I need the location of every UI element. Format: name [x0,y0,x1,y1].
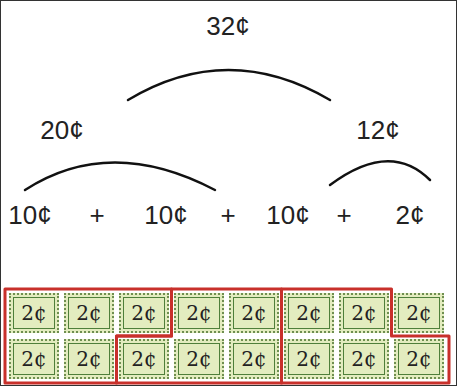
coin-stamp: 2¢ [394,293,444,333]
coin-stamp: 2¢ [174,293,224,333]
stamp-value: 2¢ [296,303,321,323]
bond-arc [330,161,430,185]
coin-stamp: 2¢ [284,339,334,379]
stamp-value: 2¢ [131,349,156,369]
stamp-value: 2¢ [296,349,321,369]
stamp-value: 2¢ [351,303,376,323]
coin-stamp: 2¢ [9,339,59,379]
coin-stamp: 2¢ [119,293,169,333]
stamp-value: 2¢ [21,303,46,323]
part-amount: 10¢ [8,202,51,228]
coin-stamp: 2¢ [339,339,389,379]
stamp-value: 2¢ [186,349,211,369]
plus-sign: + [336,202,351,228]
group-outline [282,289,450,383]
stamp-value: 2¢ [76,303,101,323]
part-amount: 20¢ [40,117,83,143]
coin-stamp: 2¢ [119,339,169,379]
plus-sign: + [220,202,235,228]
coin-stamp: 2¢ [339,293,389,333]
group-outline [117,289,282,383]
stamp-value: 2¢ [76,349,101,369]
coin-stamp: 2¢ [64,293,114,333]
total-amount: 32¢ [206,13,249,39]
plus-sign: + [89,202,104,228]
stamp-value: 2¢ [406,349,431,369]
coin-stamp: 2¢ [284,293,334,333]
bond-arc [128,70,330,100]
bond-arc [25,163,215,191]
part-amount: 10¢ [144,202,187,228]
part-amount: 2¢ [396,202,425,228]
stamp-value: 2¢ [406,303,431,323]
stamp-value: 2¢ [131,303,156,323]
part-amount: 10¢ [266,202,309,228]
stamp-value: 2¢ [241,349,266,369]
coin-stamp: 2¢ [174,339,224,379]
stamp-value: 2¢ [241,303,266,323]
part-amount: 12¢ [356,117,399,143]
coin-stamp: 2¢ [229,339,279,379]
stamp-value: 2¢ [351,349,376,369]
coin-stamp: 2¢ [9,293,59,333]
coin-stamp: 2¢ [229,293,279,333]
stamp-value: 2¢ [21,349,46,369]
coin-stamp: 2¢ [394,339,444,379]
coin-stamp: 2¢ [64,339,114,379]
stamp-value: 2¢ [186,303,211,323]
